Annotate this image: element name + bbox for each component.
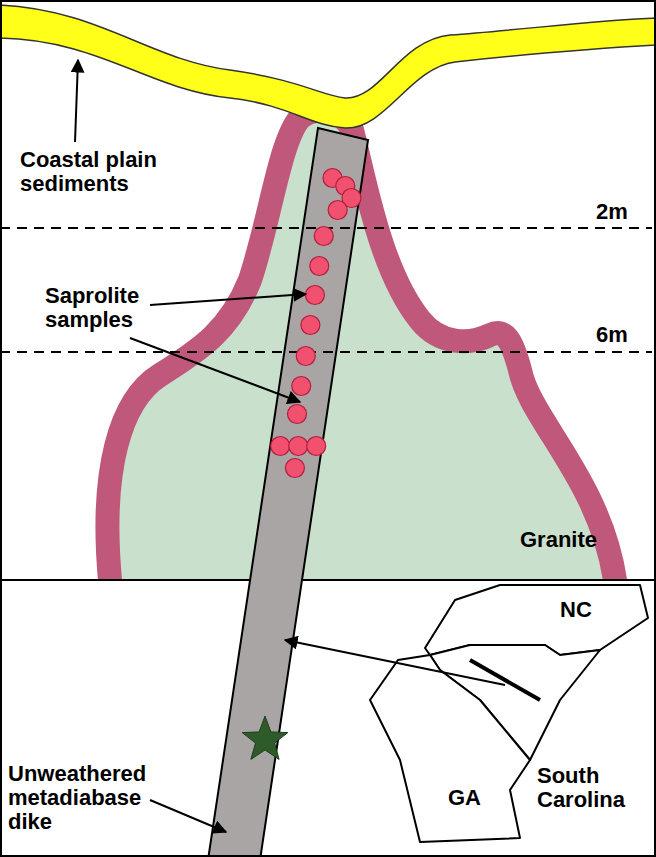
sample-dot xyxy=(292,377,311,396)
leader-line xyxy=(130,338,300,402)
leader-line xyxy=(150,800,226,832)
granite-base-line xyxy=(0,579,656,581)
depth-line xyxy=(0,351,652,353)
leader-lines xyxy=(75,60,505,832)
leader-line xyxy=(75,60,78,142)
sample-dot xyxy=(271,437,290,456)
leader-line xyxy=(285,640,505,685)
sample-dot xyxy=(314,227,333,246)
sample-dot xyxy=(310,257,329,276)
sample-dot xyxy=(328,201,347,220)
sediment-layer xyxy=(0,5,656,128)
sample-dot xyxy=(296,347,315,366)
state-outline xyxy=(370,655,530,842)
state-label: South Carolina xyxy=(537,764,649,812)
state-label: NC xyxy=(560,598,592,622)
sample-dot xyxy=(289,437,308,456)
depth-label: 2m xyxy=(596,200,628,224)
sample-dot xyxy=(307,437,326,456)
sample-dot xyxy=(301,316,320,335)
sample-dots xyxy=(271,169,361,478)
sample-dot xyxy=(288,405,307,424)
leader-line xyxy=(150,294,306,305)
layer-label: Coastal plain sediments xyxy=(20,148,195,196)
sample-dot xyxy=(285,459,304,478)
depth-label: 6m xyxy=(596,323,628,347)
dike xyxy=(208,128,368,857)
rock-label: Granite xyxy=(520,528,597,552)
state-label: GA xyxy=(448,786,481,810)
star-symbol xyxy=(242,716,288,759)
sample-dot xyxy=(305,286,324,305)
callout-label: Saprolite samples xyxy=(45,284,165,332)
callout-label: Unweathered metadiabase dike xyxy=(8,762,158,835)
state-map xyxy=(370,585,648,842)
